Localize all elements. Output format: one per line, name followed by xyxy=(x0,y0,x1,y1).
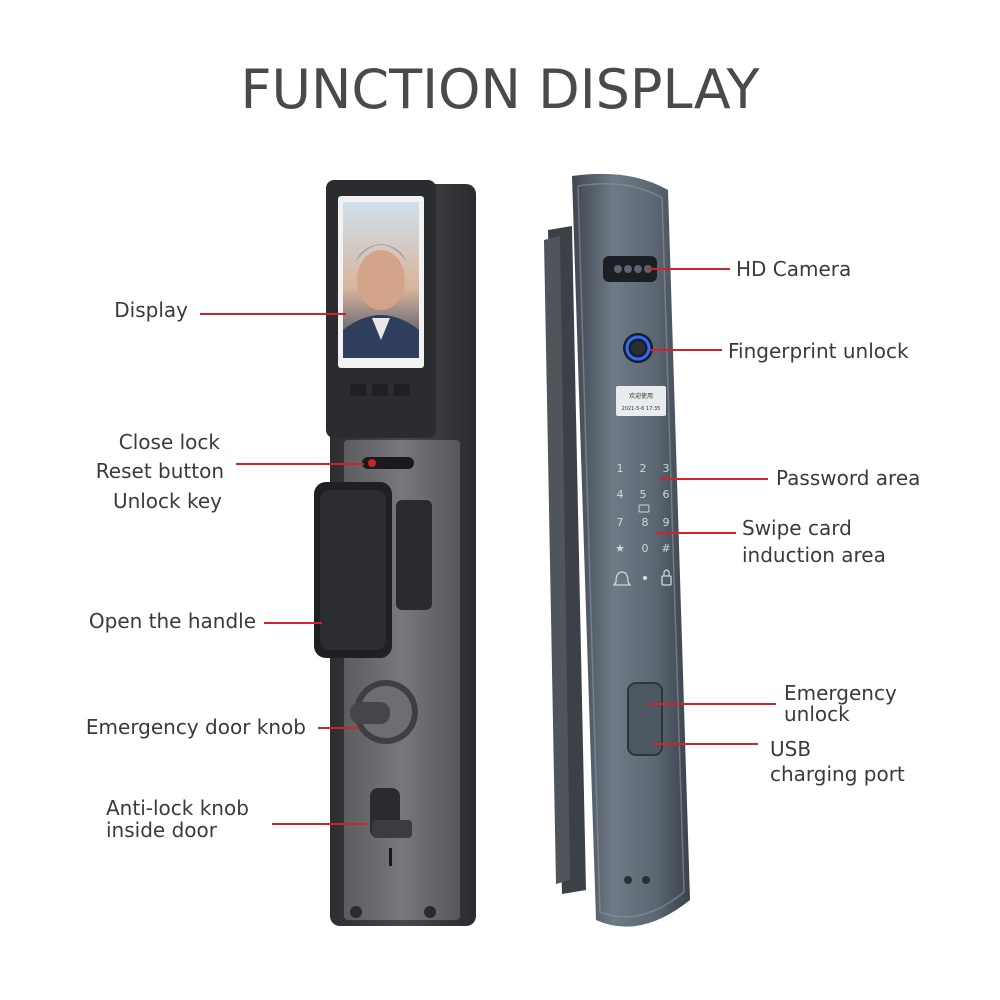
label-unlock-key: Unlock key xyxy=(112,489,222,513)
keypad: 1 2 3 4 5 6 7 8 9 ★ 0 # xyxy=(615,462,671,555)
label-usb-2: charging port xyxy=(770,762,905,786)
label-open-handle: Open the handle xyxy=(88,609,256,633)
key-0[interactable]: 0 xyxy=(642,542,649,555)
key-2[interactable]: 2 xyxy=(640,462,647,475)
left-lock-unit xyxy=(314,180,476,926)
label-swipe-1: Swipe card xyxy=(742,516,852,540)
label-fingerprint: Fingerprint unlock xyxy=(728,339,909,363)
page-title: FUNCTION DISPLAY xyxy=(240,58,760,121)
label-anti-lock-2: inside door xyxy=(106,818,217,842)
label-hd-camera: HD Camera xyxy=(736,257,852,281)
leader-camera xyxy=(648,268,730,270)
label-anti-lock-1: Anti-lock knob xyxy=(106,796,249,820)
label-swipe-2: induction area xyxy=(742,543,886,567)
label-password: Password area xyxy=(776,466,921,490)
key-6[interactable]: 6 xyxy=(663,488,670,501)
key-9[interactable]: 9 xyxy=(663,516,670,529)
key-3[interactable]: 3 xyxy=(663,462,670,475)
key-8[interactable]: 8 xyxy=(642,516,649,529)
key-5[interactable]: 5 xyxy=(640,488,647,501)
lock-icon xyxy=(661,575,672,586)
leader-reset xyxy=(236,463,364,465)
leader-emergency xyxy=(648,703,776,705)
label-emergency-2: unlock xyxy=(784,702,850,726)
bell-icon xyxy=(612,571,632,586)
label-display: Display xyxy=(114,298,188,322)
screen-line-1: 欢迎使用 xyxy=(629,392,653,400)
key-hash[interactable]: # xyxy=(661,542,670,555)
key-7[interactable]: 7 xyxy=(617,516,624,529)
leader-knob xyxy=(318,727,358,729)
key-star[interactable]: ★ xyxy=(615,542,625,555)
key-4[interactable]: 4 xyxy=(617,488,624,501)
leader-fingerprint xyxy=(650,349,722,351)
label-reset-button: Reset button xyxy=(95,459,224,483)
label-close-lock: Close lock xyxy=(118,430,220,454)
key-1[interactable]: 1 xyxy=(617,462,624,475)
leader-password xyxy=(660,478,768,480)
right-lock-unit: 欢迎使用 2021-5-6 17:35 1 2 3 4 5 6 7 8 9 ★ … xyxy=(544,173,690,927)
leader-handle xyxy=(264,622,322,624)
leader-display xyxy=(200,313,346,315)
leader-swipe xyxy=(656,532,736,534)
screen-line-2: 2021-5-6 17:35 xyxy=(622,406,661,412)
label-emergency-1: Emergency xyxy=(784,681,897,705)
label-emergency-knob: Emergency door knob xyxy=(85,715,306,739)
leader-usb xyxy=(652,743,758,745)
label-usb-1: USB xyxy=(770,737,812,761)
leader-anti-lock xyxy=(272,823,368,825)
